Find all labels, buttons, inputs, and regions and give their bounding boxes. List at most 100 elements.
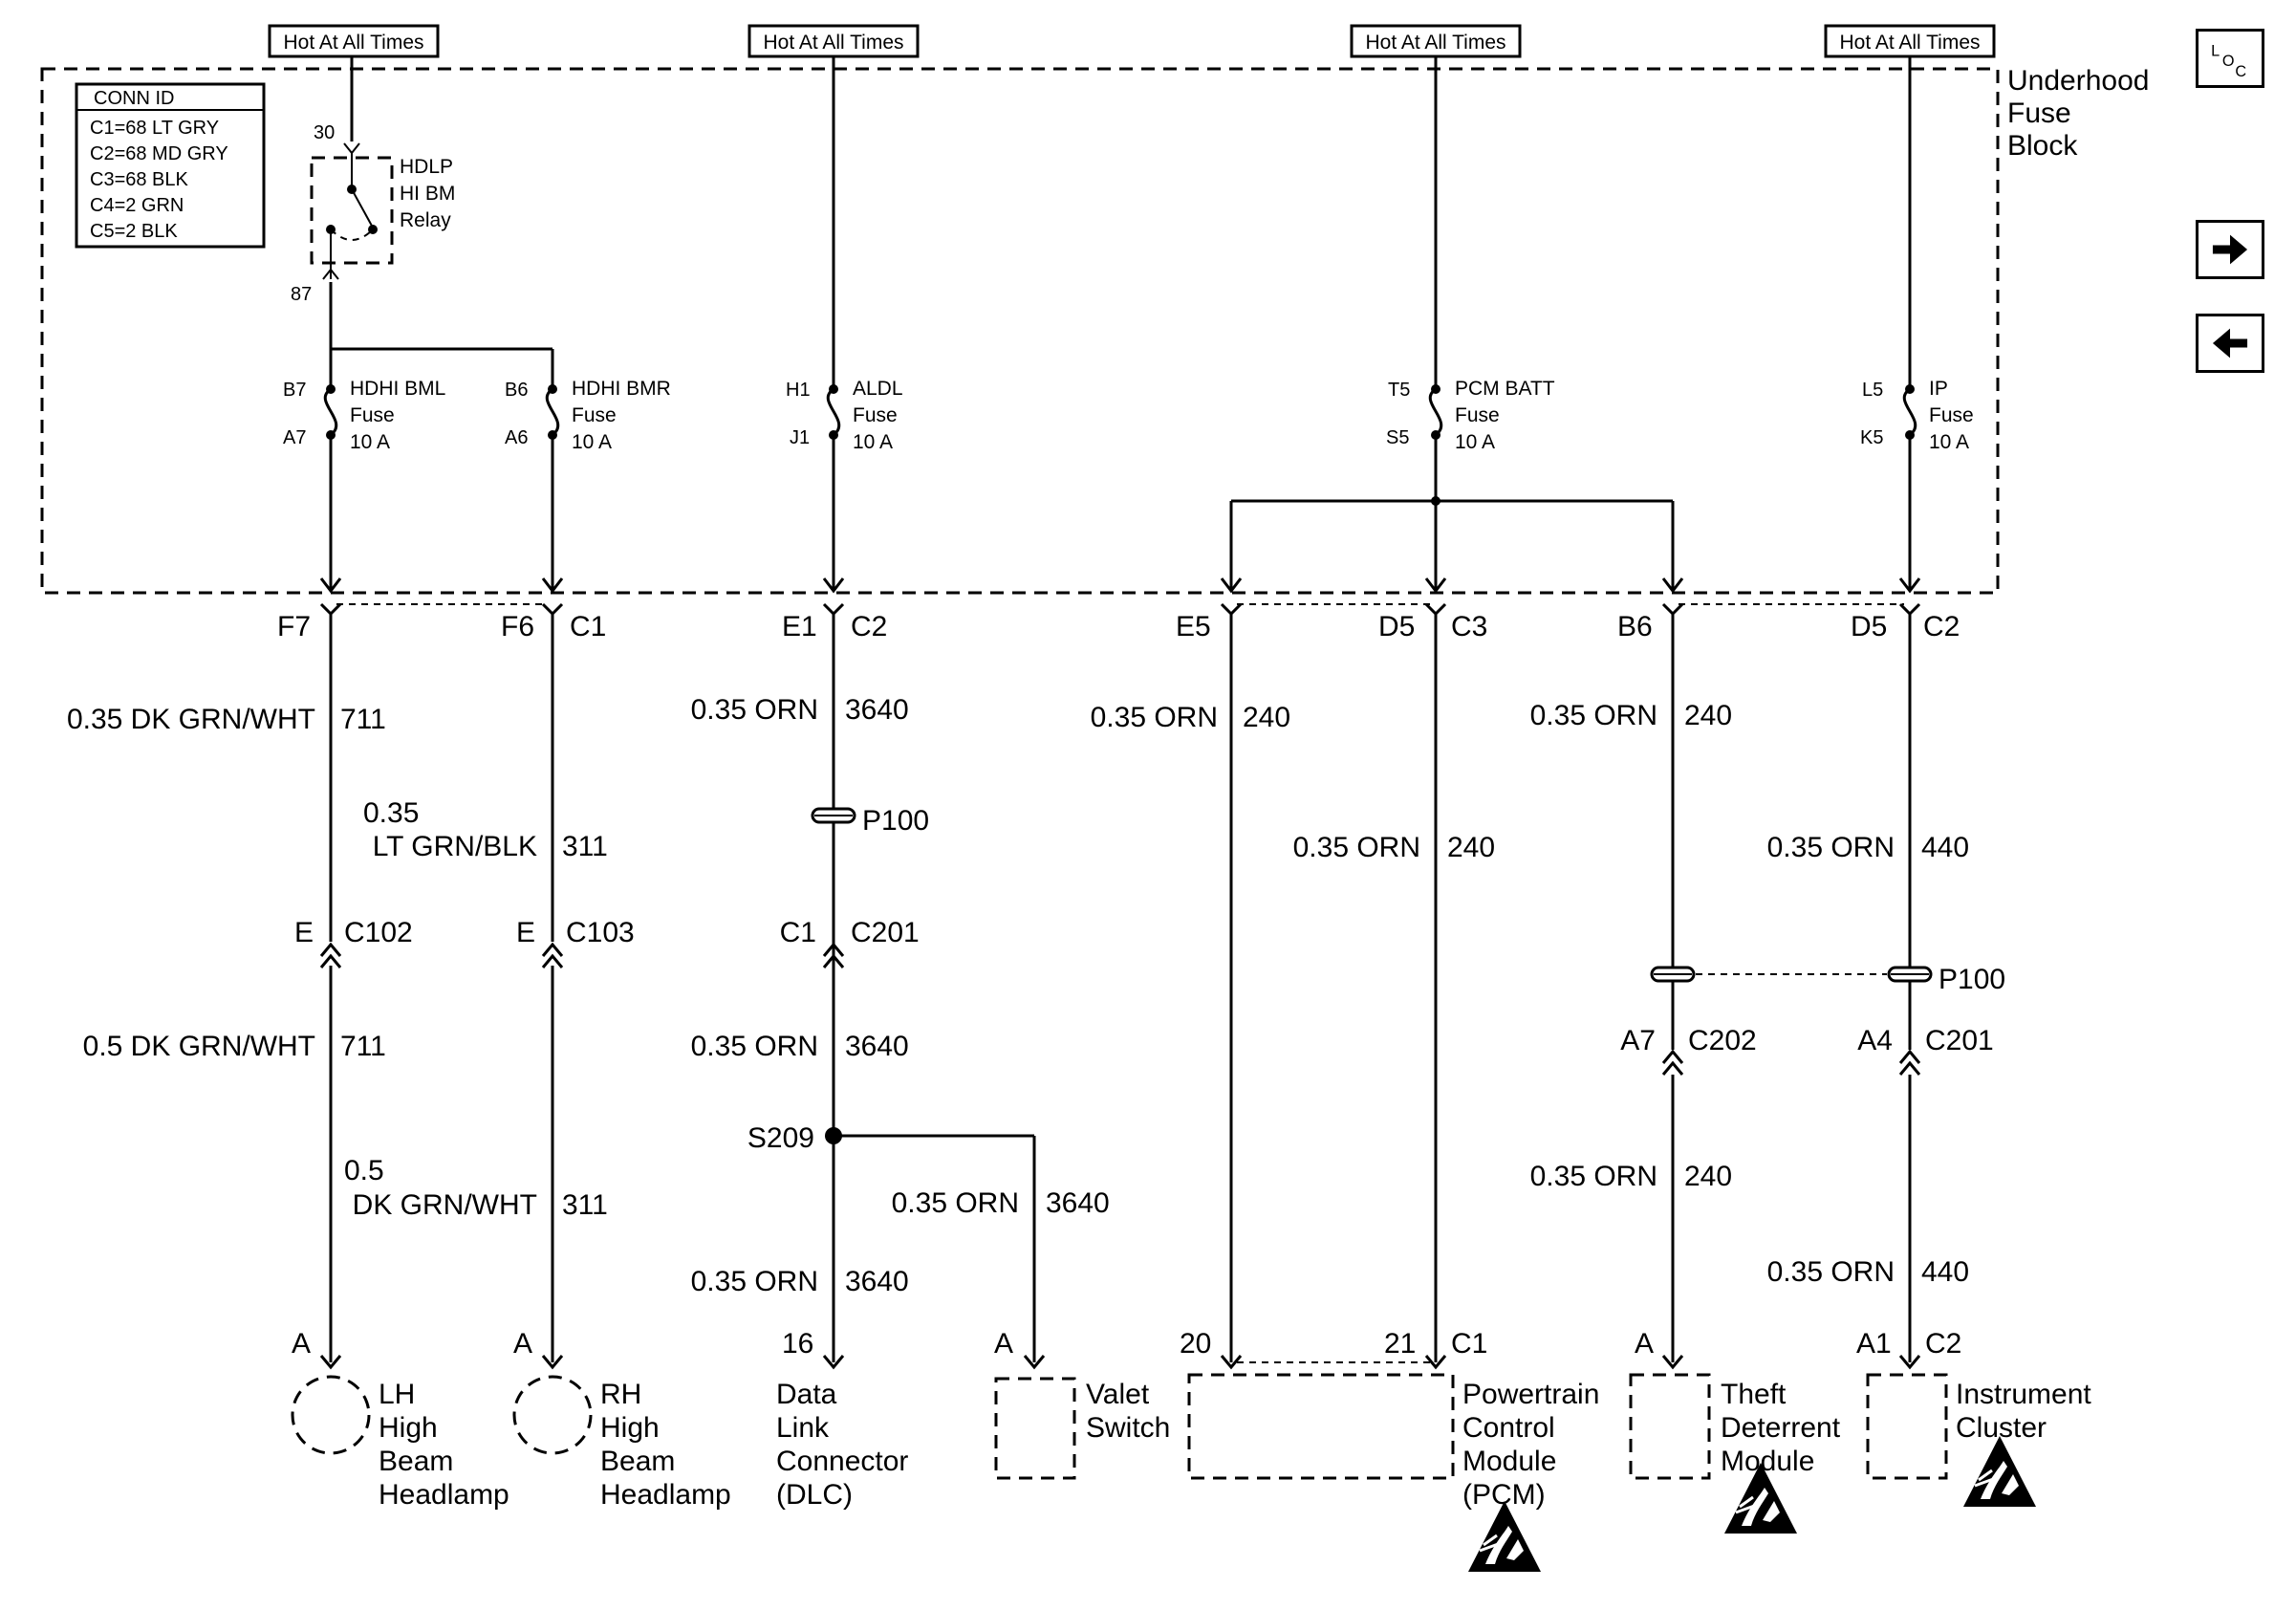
wire-240a-circuit: 240 [1243,702,1290,733]
wire-311b-circuit: 311 [562,1189,608,1221]
svg-text:E: E [516,917,535,948]
svg-text:Powertrain: Powertrain [1462,1379,1599,1410]
svg-text:Theft: Theft [1721,1379,1787,1410]
svg-text:Beam: Beam [600,1446,675,1477]
fuse-hdhi-bml: B7 A7 HDHI BML Fuse 10 A [283,349,445,453]
arrow-left-icon[interactable] [2196,314,2264,373]
svg-text:Valet: Valet [1086,1379,1150,1410]
pin-f7: F7 [277,611,311,642]
svg-text:Module: Module [1462,1446,1556,1477]
wire-311-size-l1: 0.35 [363,797,419,829]
connector-c102: E C102 [294,917,413,968]
hot-label-4: Hot At All Times [1824,24,1996,58]
svg-text:Block: Block [2007,130,2078,162]
wire-311-size-l2: LT GRN/BLK [373,831,537,862]
svg-text:CONN ID: CONN ID [94,88,174,109]
wire-311b-size-l2: DK GRN/WHT [353,1189,537,1221]
svg-text:C2: C2 [1925,1328,1961,1360]
wire-3640d-size: 0.35 ORN [691,1266,818,1297]
svg-text:Fuse: Fuse [572,404,617,426]
svg-text:IP: IP [1929,378,1948,400]
svg-text:10 A: 10 A [572,431,612,453]
pin-c3: C3 [1451,611,1487,642]
relay-pin-30: 30 [314,122,335,143]
svg-text:ALDL: ALDL [853,378,903,400]
wire-3640b-circuit: 3640 [845,1031,909,1062]
rh-high-beam-headlamp: A RH High Beam Headlamp [512,1328,731,1511]
fuse-hdhi-bmr: B6 A6 HDHI BMR Fuse 10 A [505,349,671,453]
svg-text:C202: C202 [1688,1025,1757,1056]
svg-text:(DLC): (DLC) [776,1479,853,1511]
svg-text:HDHI BMR: HDHI BMR [572,378,671,400]
svg-text:Underhood: Underhood [2007,65,2149,97]
splice-p100-b: P100 [1650,964,2005,995]
svg-text:HDHI BML: HDHI BML [350,378,445,400]
wire-3640b-size: 0.35 ORN [691,1031,818,1062]
theft-deterrent-module: A Theft Deterrent Module [1629,1328,1841,1535]
svg-text:T5: T5 [1388,380,1410,401]
wire-240c-size: 0.35 ORN [1530,700,1657,731]
hot-label-1: Hot At All Times [268,24,440,58]
esd-warning-icon [1466,1499,1543,1574]
fuse-pcm-batt: T5 S5 PCM BATT Fuse 10 A [1386,378,1555,453]
svg-text:High: High [379,1412,438,1444]
wire-711-size: 0.35 DK GRN/WHT [67,704,315,735]
wire-240c-circuit: 240 [1684,700,1732,731]
wire-311b-size-l1: 0.5 [344,1155,384,1186]
svg-text:10 A: 10 A [1455,431,1495,453]
wire-240b-circuit: 240 [1447,832,1495,863]
svg-text:C4=2 GRN: C4=2 GRN [90,195,184,216]
svg-text:L: L [2211,42,2220,59]
wire-711-circuit: 711 [340,704,386,735]
svg-text:A1: A1 [1856,1328,1892,1360]
wire-440a-circuit: 440 [1921,832,1969,863]
svg-text:Connector: Connector [776,1446,908,1477]
svg-text:S209: S209 [747,1122,814,1154]
conn-id-table: CONN ID C1=68 LT GRY C2=68 MD GRY C3=68 … [75,82,266,249]
svg-text:Deterrent: Deterrent [1721,1412,1841,1444]
svg-text:C201: C201 [1925,1025,1994,1056]
svg-text:Control: Control [1462,1412,1555,1444]
svg-text:C2=68 MD GRY: C2=68 MD GRY [90,143,228,164]
svg-text:A: A [513,1328,532,1360]
svg-text:A7: A7 [283,427,306,448]
svg-text:B6: B6 [505,380,528,401]
instrument-cluster: A1 C2 Instrument Cluster [1856,1328,2091,1509]
svg-text:Fuse: Fuse [1455,404,1500,426]
wire-440a-size: 0.35 ORN [1767,832,1895,863]
svg-text:Headlamp: Headlamp [379,1479,509,1511]
underhood-fuse-block-outline [40,67,2000,595]
svg-text:LH: LH [379,1379,415,1410]
svg-text:C3=68 BLK: C3=68 BLK [90,169,189,190]
hdlp-hi-bm-relay: HDLP HI BM Relay [310,142,455,280]
wire-3640c-circuit: 3640 [1046,1187,1110,1219]
arrow-right-icon[interactable] [2196,220,2264,279]
svg-text:20: 20 [1180,1328,1211,1360]
hot-label-2: Hot At All Times [747,24,920,58]
connector-c103: E C103 [516,917,635,968]
svg-text:C102: C102 [344,917,413,948]
svg-text:O: O [2222,53,2235,70]
wire-3640c-size: 0.35 ORN [892,1187,1019,1219]
svg-text:Relay: Relay [400,209,451,231]
loc-icon[interactable]: L O C [2196,29,2264,88]
wire-240b-size: 0.35 ORN [1293,832,1420,863]
svg-text:C103: C103 [566,917,635,948]
svg-text:C1: C1 [1451,1328,1487,1360]
svg-text:C: C [2235,63,2246,80]
svg-text:E: E [294,917,314,948]
svg-text:C1=68 LT GRY: C1=68 LT GRY [90,118,219,139]
pin-c2: C2 [851,611,887,642]
svg-text:High: High [600,1412,660,1444]
svg-text:A: A [994,1328,1013,1360]
svg-text:10 A: 10 A [853,431,893,453]
svg-text:K5: K5 [1860,427,1883,448]
wire-240a-size: 0.35 ORN [1091,702,1218,733]
wire-440b-size: 0.35 ORN [1767,1256,1895,1288]
pin-f6: F6 [501,611,534,642]
svg-text:Beam: Beam [379,1446,453,1477]
svg-text:Switch: Switch [1086,1412,1170,1444]
fuse-block-name: Underhood Fuse Block [2007,65,2149,162]
svg-text:A: A [292,1328,311,1360]
